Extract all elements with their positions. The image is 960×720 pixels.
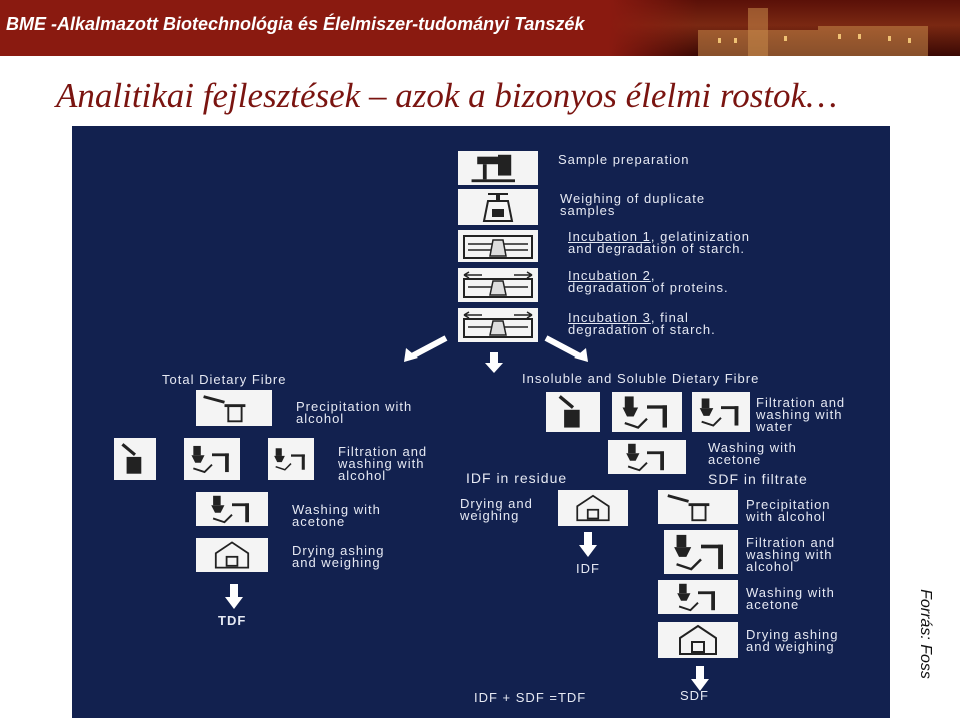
filtration-apparatus-icon bbox=[268, 438, 314, 480]
header-bar: BME -Alkalmazott Biotechnológia és Élelm… bbox=[0, 0, 960, 56]
building-wing bbox=[818, 26, 928, 56]
washing-apparatus-icon bbox=[608, 440, 686, 474]
light-dot bbox=[784, 36, 787, 41]
isdf-washing-label: Washing with acetone bbox=[708, 440, 797, 467]
light-dot bbox=[858, 34, 861, 39]
idf-in-residue-label: IDF in residue bbox=[466, 470, 568, 486]
tdf-precipitation-label: Precipitation with alcohol bbox=[296, 399, 413, 426]
isdf-filtration-label: Filtration and washing with water bbox=[756, 395, 846, 434]
light-dot bbox=[718, 38, 721, 43]
idf-drying-label: Drying and weighing bbox=[460, 496, 533, 523]
incubation-1-label: Incubation 1, gelatinization and degrada… bbox=[568, 229, 750, 256]
tdf-heading: Total Dietary Fibre bbox=[162, 372, 287, 387]
slide-title: Analitikai fejlesztések – azok a bizonyo… bbox=[56, 76, 838, 115]
filtration-apparatus-icon bbox=[664, 530, 738, 574]
incubation-3-label: Incubation 3, final degradation of starc… bbox=[568, 310, 716, 337]
arrow-down-icon bbox=[224, 584, 244, 610]
weighing-label: Weighing of duplicate samples bbox=[560, 191, 706, 218]
arrow-down-icon bbox=[484, 352, 504, 374]
beaker-icon bbox=[196, 390, 272, 426]
balance-icon bbox=[458, 189, 538, 225]
sample-preparation-label: Sample preparation bbox=[558, 152, 690, 167]
water-bath-shaking-icon bbox=[458, 268, 538, 302]
sdf-drying-label: Drying ashing and weighing bbox=[746, 627, 839, 654]
tdf-washing-label: Washing with acetone bbox=[292, 502, 381, 529]
light-dot bbox=[734, 38, 737, 43]
incubation-2-label: Incubation 2, degradation of proteins. bbox=[568, 268, 729, 295]
arrow-down-icon bbox=[578, 532, 598, 558]
arrow-down-right-icon bbox=[542, 334, 590, 364]
building-dome bbox=[748, 8, 768, 56]
tdf-result: TDF bbox=[218, 613, 247, 628]
light-dot bbox=[908, 38, 911, 43]
water-bath-icon bbox=[458, 230, 538, 262]
filtration-apparatus-icon bbox=[184, 438, 240, 480]
washing-apparatus-icon bbox=[196, 492, 268, 526]
oven-icon bbox=[558, 490, 628, 526]
washing-apparatus-icon bbox=[658, 580, 738, 614]
parliament-photo bbox=[608, 0, 960, 56]
idf-result: IDF bbox=[576, 561, 600, 576]
light-dot bbox=[888, 36, 891, 41]
sdf-filtration-label: Filtration and washing with alcohol bbox=[746, 535, 836, 574]
filtration-crucible-icon bbox=[546, 392, 600, 432]
sdf-result: SDF bbox=[680, 688, 709, 703]
light-dot bbox=[838, 34, 841, 39]
fibre-analysis-diagram: Sample preparation Weighing of duplicate… bbox=[72, 126, 890, 718]
tdf-drying-label: Drying ashing and weighing bbox=[292, 543, 385, 570]
water-bath-icon bbox=[458, 308, 538, 342]
department-title: BME -Alkalmazott Biotechnológia és Élelm… bbox=[6, 14, 585, 34]
beaker-icon bbox=[658, 490, 738, 524]
sdf-precipitation-label: Precipitation with alcohol bbox=[746, 497, 831, 524]
oven-icon bbox=[196, 538, 268, 572]
oven-icon bbox=[658, 622, 738, 658]
isdf-heading: Insoluble and Soluble Dietary Fibre bbox=[522, 371, 760, 386]
sdf-washing-label: Washing with acetone bbox=[746, 585, 835, 612]
tdf-filtration-label: Filtration and washing with alcohol bbox=[338, 444, 428, 483]
filtration-apparatus-icon bbox=[612, 392, 682, 432]
filtration-crucible-icon bbox=[114, 438, 156, 480]
sdf-in-filtrate-label: SDF in filtrate bbox=[708, 471, 808, 487]
filtration-apparatus-icon bbox=[692, 392, 750, 432]
source-credit: Forrás: Foss bbox=[917, 589, 934, 679]
arrow-down-icon bbox=[690, 666, 710, 692]
tdf-equation: IDF + SDF =TDF bbox=[474, 690, 587, 705]
arrow-down-left-icon bbox=[402, 334, 450, 364]
mixer-icon bbox=[458, 151, 538, 185]
